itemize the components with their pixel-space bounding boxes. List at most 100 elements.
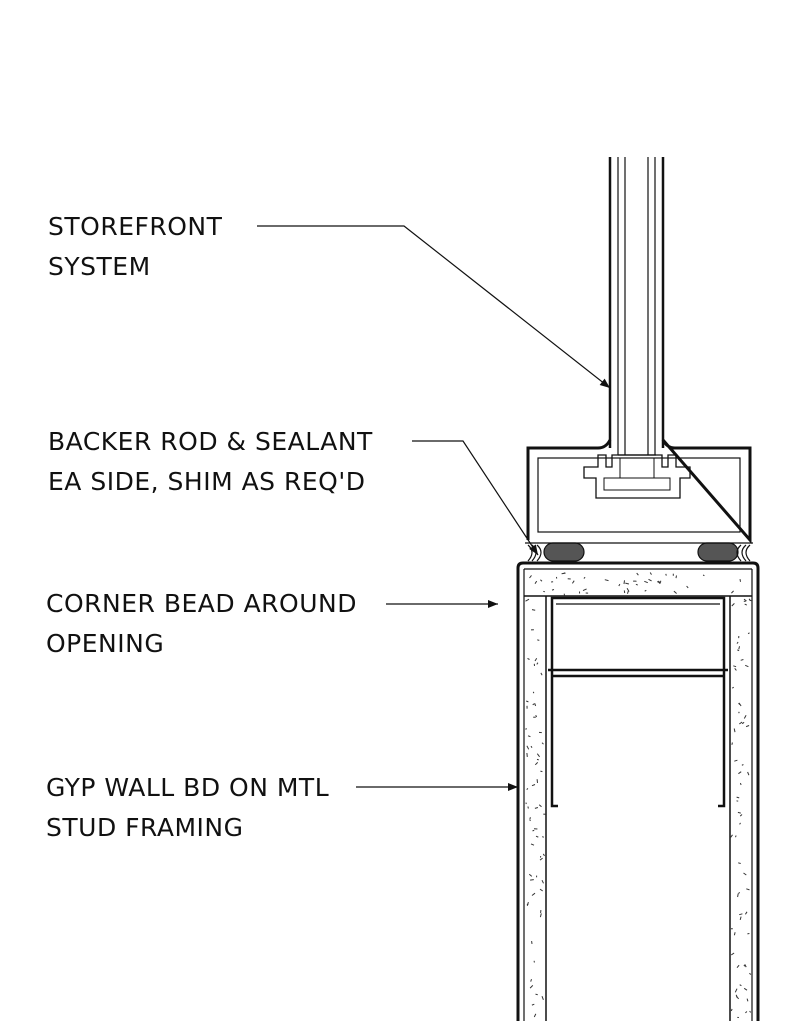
gypsum-speckle xyxy=(531,784,536,787)
gypsum-speckle xyxy=(539,888,543,892)
gypsum-speckle xyxy=(740,659,744,661)
gypsum-speckle xyxy=(534,807,539,809)
gypsum-speckle xyxy=(526,788,529,790)
gypsum-speckle xyxy=(737,893,739,898)
gypsum-speckle xyxy=(604,579,609,582)
gypsum-speckle xyxy=(734,759,738,762)
gypsum-speckle xyxy=(538,804,542,808)
gypsum-speckle xyxy=(749,599,753,602)
sill-frame xyxy=(526,439,752,545)
gypsum-speckle xyxy=(636,572,639,576)
gypsum-speckle xyxy=(534,703,537,707)
gyp-wall-note-line2: STUD FRAMING xyxy=(46,813,244,842)
gypsum-speckle xyxy=(536,662,539,665)
gypsum-speckle xyxy=(739,913,743,916)
gypsum-speckle xyxy=(531,1003,535,1006)
gypsum-speckle xyxy=(531,609,536,611)
gypsum-speckle xyxy=(738,711,740,714)
gypsum-speckle xyxy=(623,580,625,585)
gypsum-speckle xyxy=(534,580,538,584)
gypsum-speckle xyxy=(540,672,543,676)
gypsum-speckle xyxy=(665,573,667,576)
gypsum-speckle xyxy=(739,984,742,987)
gypsum-speckle xyxy=(749,972,752,975)
backer-rod-sealant xyxy=(525,542,753,562)
gypsum-speckle xyxy=(542,853,545,857)
storefront-note: STOREFRONT SYSTEM xyxy=(48,207,222,287)
gypsum-speckle xyxy=(536,758,539,761)
gypsum-speckle xyxy=(736,641,739,644)
gypsum-speckle xyxy=(739,782,742,786)
gypsum-speckle xyxy=(739,579,741,582)
gypsum-speckle xyxy=(527,735,531,738)
gypsum-speckle xyxy=(526,745,530,750)
gypsum-speckle xyxy=(738,702,741,705)
gypsum-speckle xyxy=(745,725,750,728)
gypsum-speckle xyxy=(648,578,652,582)
gypsum-speckle xyxy=(541,879,544,884)
gypsum-speckle xyxy=(532,703,535,706)
backer-rod-leader xyxy=(412,440,539,556)
gypsum-speckle xyxy=(540,770,543,773)
storefront-note-line1: STOREFRONT xyxy=(48,212,223,241)
gypsum-speckle xyxy=(736,964,740,969)
gypsum-speckle xyxy=(534,762,539,766)
gypsum-speckle xyxy=(743,964,746,967)
corner-bead-note-line1: CORNER BEAD AROUND xyxy=(46,589,357,618)
gypsum-speckle xyxy=(747,771,750,776)
gypsum-speckle xyxy=(746,888,750,891)
gypsum-speckle xyxy=(738,646,740,650)
gypsum-speckle xyxy=(540,579,543,582)
gypsum-speckle xyxy=(744,603,748,606)
gypsum-speckle xyxy=(744,911,748,915)
gypsum-speckle xyxy=(529,819,531,822)
gypsum-speckle xyxy=(582,588,587,592)
gypsum-speckle xyxy=(731,952,735,956)
gypsum-speckle xyxy=(526,901,529,906)
gypsum-speckle xyxy=(741,721,745,725)
gypsum-speckle xyxy=(534,657,538,662)
gypsum-speckle xyxy=(530,843,535,846)
corner-bead-note: CORNER BEAD AROUND OPENING xyxy=(46,584,357,664)
gypsum-speckle xyxy=(743,987,748,991)
gypsum-speckle xyxy=(533,1013,537,1018)
gypsum-speckle xyxy=(635,583,638,586)
gypsum-speckle xyxy=(738,771,742,775)
gypsum-speckle xyxy=(618,583,621,587)
gypsum-speckle xyxy=(571,580,575,584)
gypsum-speckle xyxy=(537,639,540,641)
gypsum-speckle xyxy=(644,580,648,584)
gypsum-speckle xyxy=(530,879,534,881)
gypsum-speckle xyxy=(738,862,741,864)
corner-bead-note-line2: OPENING xyxy=(46,629,165,658)
gypsum-speckle xyxy=(525,598,530,602)
gypsum-hatch xyxy=(525,572,753,1018)
gypsum-speckle xyxy=(529,985,534,989)
gyp-wall-assembly xyxy=(516,561,760,1021)
gypsum-speckle xyxy=(526,700,529,703)
gypsum-speckle xyxy=(644,589,647,592)
gypsum-speckle xyxy=(527,657,530,660)
gypsum-speckle xyxy=(541,836,545,838)
gypsum-speckle xyxy=(745,1011,748,1014)
gypsum-speckle xyxy=(739,721,743,725)
gypsum-speckle xyxy=(738,892,741,894)
gypsum-speckle xyxy=(730,834,733,838)
gypsum-speckle xyxy=(730,1008,733,1012)
gypsum-speckle xyxy=(626,588,630,592)
gypsum-speckle xyxy=(539,857,543,861)
gypsum-speckle xyxy=(733,728,736,733)
gypsum-speckle xyxy=(551,589,555,591)
gypsum-speckle xyxy=(731,603,735,607)
gyp-wall-note: GYP WALL BD ON MTL STUD FRAMING xyxy=(46,768,329,848)
gypsum-speckle xyxy=(739,822,741,825)
gypsum-speckle xyxy=(735,994,738,998)
gypsum-speckle xyxy=(702,574,705,577)
gypsum-speckle xyxy=(529,575,532,579)
gypsum-speckle xyxy=(529,817,531,820)
gypsum-speckle xyxy=(739,916,742,921)
gypsum-speckle xyxy=(657,581,662,584)
backer-rod-note: BACKER ROD & SEALANT EA SIDE, SHIM AS RE… xyxy=(48,422,373,502)
gypsum-speckle xyxy=(531,892,536,896)
gypsum-speckle xyxy=(733,932,736,936)
